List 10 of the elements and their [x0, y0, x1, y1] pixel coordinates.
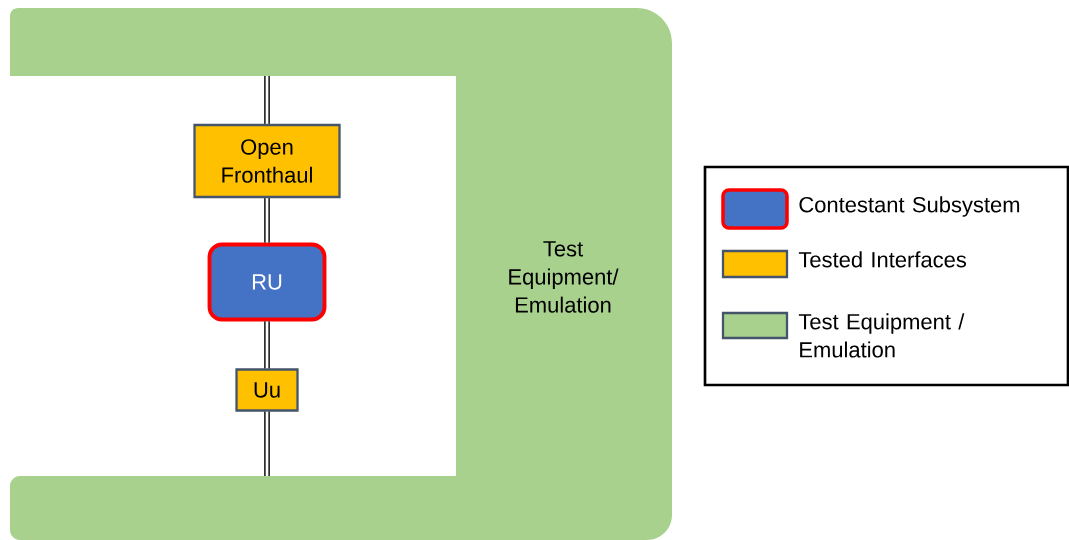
connector-line: [264, 198, 270, 243]
connector-line: [264, 76, 270, 124]
legend-text: Contestant Subsystem: [799, 196, 1020, 217]
interface-box: Open Fronthaul: [193, 123, 341, 199]
subsystem-box: RU: [207, 242, 327, 322]
connector-line: [264, 411, 270, 476]
legend-text: Tested Interfaces: [798, 251, 967, 268]
interface-box: Uu: [235, 368, 299, 412]
connector-line: [264, 321, 270, 369]
legend-text: Test Equipment / Emulation: [798, 313, 965, 358]
